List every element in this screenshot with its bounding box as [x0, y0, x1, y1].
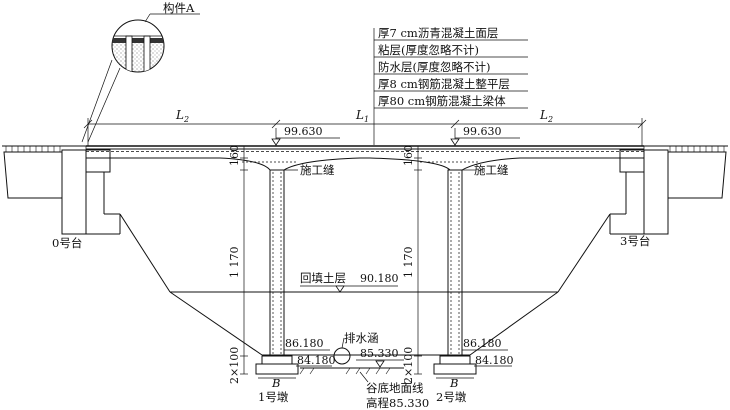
- deck-elev-right: 99.630: [463, 125, 502, 138]
- pier1-top-elev: 86.180: [285, 337, 324, 350]
- ground-surface: [2, 145, 728, 152]
- span-right-label: L2: [539, 108, 553, 124]
- bridge-deck: [85, 145, 645, 171]
- haunch-left-dim: 160: [228, 145, 241, 166]
- layer-2: 粘层(厚度忽略不计): [378, 43, 479, 57]
- backfill-label: 回填土层: [300, 271, 346, 285]
- drainage-culvert: 排水涵 85.330: [333, 331, 404, 368]
- pier2-label: 2号墩: [436, 390, 467, 404]
- culvert-circle: [333, 347, 351, 365]
- joint-left-label: 施工缝: [300, 163, 335, 177]
- culvert-label: 排水涵: [344, 331, 379, 345]
- pier-2: 施工缝 86.180 84.180 B 2号墩: [433, 163, 514, 404]
- pier-1: 施工缝 86.180 84.180 B 1号墩: [255, 163, 336, 404]
- valley-elev-label: 高程85.330: [366, 396, 429, 410]
- girder-soffit: [86, 157, 644, 171]
- pier2-base-elev: 84.180: [475, 354, 514, 367]
- vertical-dimensions: 160 1 170 2×100 160 1 170 2×100: [228, 145, 422, 384]
- pier-right-dim: 1 170: [402, 247, 415, 279]
- span-dimensions: L2 L1 L2: [83, 108, 647, 146]
- abutment-3: 3号台: [609, 149, 727, 248]
- abutment-3-label: 3号台: [620, 234, 650, 248]
- deck-elev-left: 99.630: [284, 125, 323, 138]
- layer-5: 厚80 cm钢筋混凝土梁体: [378, 94, 506, 108]
- pier-left-dim: 1 170: [228, 247, 241, 279]
- abutment-0-label: 0号台: [52, 236, 82, 250]
- layer-labels: 厚7 cm沥青混凝土面层 粘层(厚度忽略不计) 防水层(厚度忽略不计) 厚8 c…: [373, 26, 528, 145]
- valley-ground: 谷底地面线 高程85.330: [299, 367, 429, 410]
- found-left-dim: 2×100: [228, 347, 241, 384]
- pier1-width: B: [271, 376, 280, 390]
- deck-elevations: 99.630 99.630: [271, 125, 520, 146]
- layer-3: 防水层(厚度忽略不计): [378, 60, 490, 74]
- pier2-top-elev: 86.180: [463, 337, 502, 350]
- valley-slopes: 回填土层 90.180: [119, 213, 611, 356]
- valley-line-label: 谷底地面线: [366, 381, 424, 395]
- span-middle-label: L1: [355, 108, 369, 124]
- span-left-label: L2: [175, 108, 189, 124]
- pier2-width: B: [449, 376, 458, 390]
- pier1-label: 1号墩: [258, 390, 289, 404]
- layer-1: 厚7 cm沥青混凝土面层: [378, 26, 498, 40]
- joint-right-label: 施工缝: [474, 163, 509, 177]
- layer-4: 厚8 cm钢筋混凝土整平层: [378, 77, 510, 91]
- backfill-elev: 90.180: [360, 272, 399, 285]
- abutment-0: 0号台: [3, 149, 121, 250]
- pier1-base-elev: 84.180: [297, 354, 336, 367]
- haunch-right-dim: 160: [402, 145, 415, 166]
- culvert-elev: 85.330: [360, 347, 399, 360]
- found-right-dim: 2×100: [402, 347, 415, 384]
- callout-label: 构件A: [163, 1, 195, 15]
